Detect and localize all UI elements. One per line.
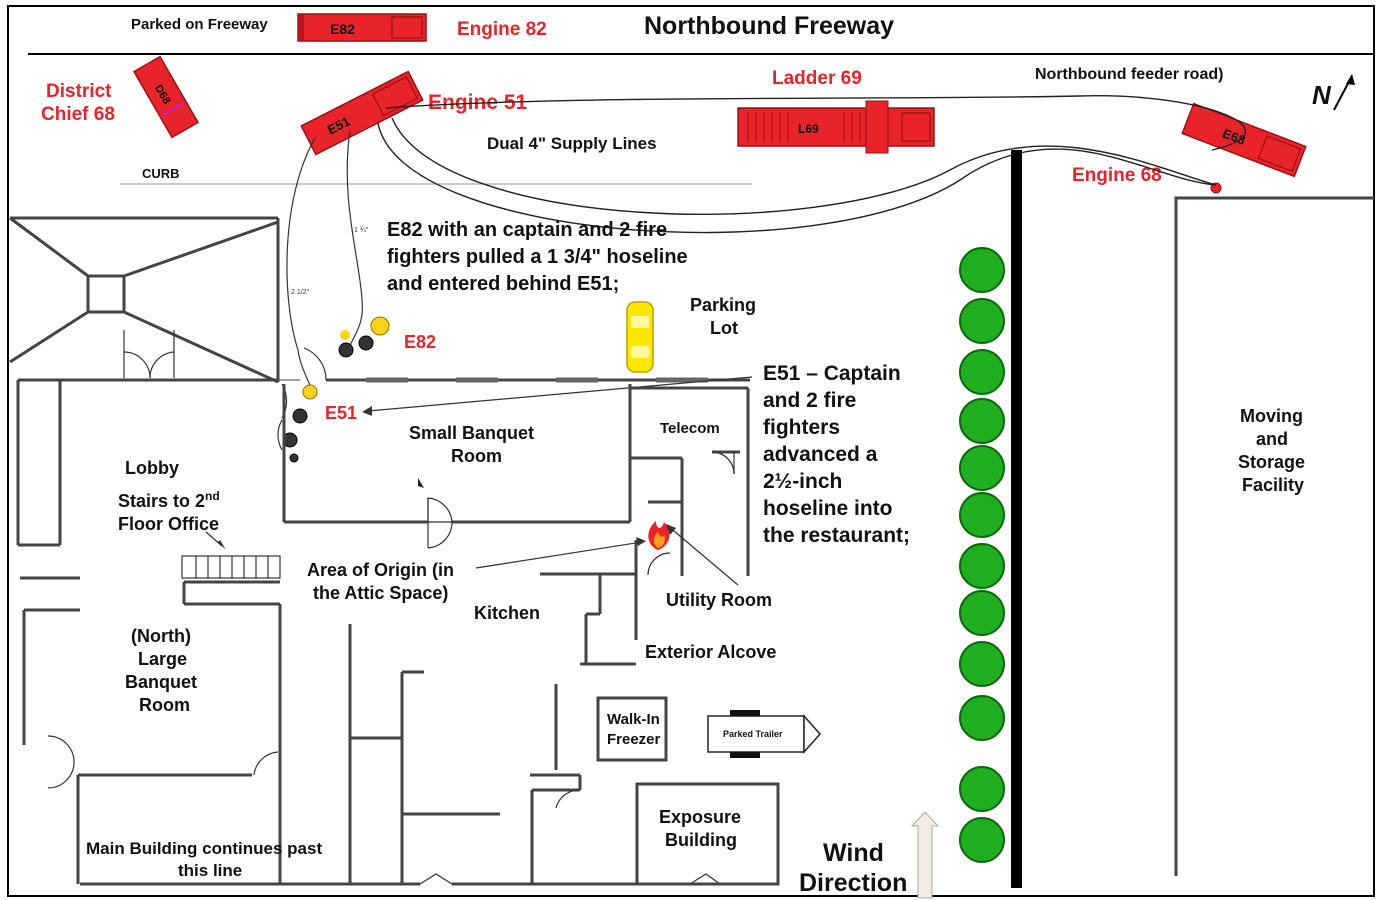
e51-crew — [282, 384, 318, 463]
small-banquet-label: Small Banquet Room — [409, 423, 539, 466]
interior-walls — [16, 380, 750, 886]
svg-text:E82: E82 — [330, 21, 355, 37]
lobby-label: Lobby — [125, 458, 179, 478]
hydrant-icon — [1210, 182, 1222, 194]
e51-crew-label: E51 — [325, 403, 357, 423]
svg-text:L69: L69 — [798, 122, 819, 136]
entrance-canopy — [9, 216, 280, 384]
engine-68-truck: E68 — [1181, 102, 1307, 178]
e82-crew-label: E82 — [404, 332, 436, 352]
engine-51-truck: E51 — [300, 70, 424, 156]
property-fence — [1011, 150, 1022, 888]
walk-in-freezer — [596, 696, 668, 762]
hoseline-small-size: 1 ¾" — [354, 227, 369, 234]
parked-car — [626, 301, 654, 373]
parked-label: Parked on Freeway — [131, 16, 268, 33]
feeder-road-label: Northbound feeder road) — [1035, 66, 1223, 83]
supply-lines-label: Dual 4" Supply Lines — [487, 134, 657, 153]
engine-68-label: Engine 68 — [1072, 165, 1162, 186]
freeway-label: Northbound Freeway — [644, 12, 894, 40]
lobby-doors — [123, 330, 175, 379]
wind-arrow-icon — [910, 811, 940, 899]
engine-82-truck: E82 — [297, 13, 427, 42]
ladder-69-truck: L69 — [737, 100, 935, 154]
supply-lines — [377, 95, 1247, 234]
e82-crew — [338, 316, 390, 358]
svg-text:N: N — [1312, 80, 1332, 110]
telecom-label: Telecom — [660, 420, 720, 437]
exposure-building — [635, 782, 780, 886]
exterior-alcove-label: Exterior Alcove — [645, 642, 776, 662]
e51-pointer — [367, 376, 753, 412]
e51-note: E51 – Captain and 2 fire fighters advanc… — [763, 362, 910, 547]
parked-trailer: Parked Trailer — [707, 710, 822, 758]
tree-line — [959, 247, 1005, 863]
district-chief-label-1: District — [46, 81, 112, 102]
utility-room-label: Utility Room — [666, 590, 772, 610]
district-chief-label-2: Chief 68 — [41, 104, 115, 125]
origin-label: Area of Origin (in the Attic Space) — [307, 560, 459, 603]
large-banquet-label: (North) Large Banquet Room — [125, 626, 202, 715]
north-arrow: N — [1312, 74, 1355, 111]
kitchen-label: Kitchen — [474, 603, 540, 623]
e82-note: E82 with an captain and 2 fire fighters … — [387, 219, 693, 295]
curb-label: CURB — [142, 166, 180, 181]
storage-facility-label: Moving and Storage Facility — [1238, 406, 1310, 495]
walk-in-freezer-label: Walk-In Freezer — [607, 711, 664, 748]
stairs-label-line2: Floor Office — [118, 514, 219, 534]
stairs — [181, 531, 281, 579]
origin-pointer — [475, 541, 643, 569]
d68-vehicle: D68 — [132, 55, 200, 139]
interior-doors — [47, 451, 735, 885]
stairs-label: Stairs to 2nd — [118, 489, 220, 511]
svg-text:Parked Trailer: Parked Trailer — [723, 729, 783, 739]
hoseline-2-5 — [286, 137, 316, 391]
engine-82-label: Engine 82 — [457, 19, 547, 40]
wind-direction-label: Wind Direction — [799, 839, 907, 897]
utility-pointer — [667, 525, 739, 586]
storage-facility-wall — [1174, 196, 1374, 876]
hoseline-large-size: 2 1/2" — [291, 289, 310, 296]
continues-label: Main Building continues past this line — [86, 839, 327, 880]
ladder-69-label: Ladder 69 — [772, 68, 862, 89]
fire-icon — [648, 521, 670, 550]
hoseline-1-75 — [346, 129, 363, 346]
exposure-building-label: Exposure Building — [659, 807, 746, 850]
parking-lot-label: Parking Lot — [690, 295, 761, 338]
diagram-border — [7, 5, 1375, 897]
